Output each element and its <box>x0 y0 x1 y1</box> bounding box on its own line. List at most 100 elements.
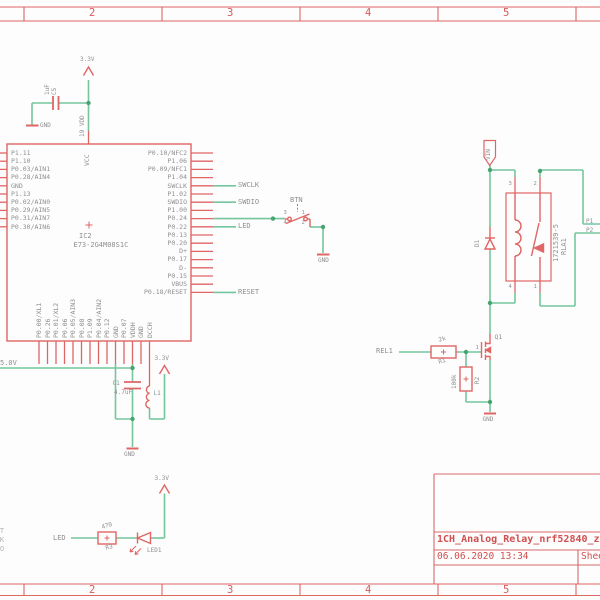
btn-pin-number: 4 <box>283 220 287 226</box>
resistor-r2 <box>459 366 473 392</box>
net-label-swclk: SWCLK <box>238 181 260 189</box>
ic-pin-label: P1.09 <box>86 317 94 338</box>
relay-pin-number: 3 <box>508 180 512 187</box>
frame-col-top: 5 <box>503 7 510 19</box>
gnd-label: GND <box>482 415 494 423</box>
frame-col-top: 3 <box>227 7 234 19</box>
ic-pin-label: P1.06 <box>167 157 187 165</box>
resistor-r3 <box>97 531 117 545</box>
frame-col-top: 2 <box>89 7 96 19</box>
supply-3v3-icon <box>158 364 171 375</box>
frame-border <box>0 6 600 597</box>
net-label-led: LED <box>53 533 66 542</box>
mosfet-q1 <box>480 334 492 360</box>
supply-3v3-label: 3.3V <box>154 355 169 362</box>
edge-net-fragment: RESET <box>0 526 5 535</box>
connector-pin-p2: P2 <box>586 227 594 234</box>
ic-pin-label: P0.22 <box>167 222 187 231</box>
r2-name: R2 <box>473 376 481 384</box>
relay-symbol <box>505 192 552 282</box>
ic-pin-label: P0.01/XL2 <box>52 302 60 338</box>
ic-pin-label: DCCH <box>145 321 154 338</box>
frame-col-bottom: 3 <box>227 583 234 596</box>
title-block-sheet-label: Sheet: <box>581 551 600 562</box>
net-label-reset: RESET <box>238 287 260 296</box>
junction-dots <box>86 100 543 422</box>
inductor-l1 <box>145 385 150 409</box>
ic-pin-label: P0.31/AIN7 <box>11 214 51 223</box>
ic-pin-stubs <box>0 131 541 386</box>
frame-col-bottom: 4 <box>365 583 372 596</box>
supply-vin-icon <box>483 139 497 167</box>
ic-pin-label: P0.29/AIN5 <box>11 206 51 215</box>
frame-col-bottom: 5 <box>503 583 510 596</box>
d1-name: D1 <box>474 239 481 247</box>
connector-pin-p1: P1 <box>586 217 594 225</box>
title-block-date: 06.06.2020 13:34 <box>437 551 529 562</box>
ic-pin-label: P0.07 <box>120 317 128 338</box>
button-icon <box>284 204 311 227</box>
btn-pin-number: 3 <box>283 209 287 216</box>
capacitor-c1 <box>124 381 141 390</box>
edge-net-fragment: SWDIO <box>0 545 5 553</box>
ic-pin-label: GND <box>137 325 145 338</box>
ic-pin-label: P1.04 <box>167 173 187 182</box>
ic-pin-label: P0.06 <box>60 317 69 338</box>
vdd-net-label: 19 VDD <box>79 115 86 137</box>
ic-pin-label: P0.03/AIN1 <box>11 165 51 174</box>
relay-pin-number: 1 <box>533 284 537 290</box>
ic-pin-label: P0.18/RESET <box>143 288 187 297</box>
supply-3v3-icon <box>158 483 171 494</box>
ic-pin-label: P0.28/AIN4 <box>11 173 51 182</box>
title-block-border <box>433 473 600 584</box>
wires <box>0 80 600 539</box>
q1-pin-number: 1 <box>475 344 479 351</box>
gnd-label: GND <box>318 256 329 264</box>
net-label-led: LED <box>238 222 251 230</box>
net-label-rel1: REL1 <box>376 347 393 355</box>
ic-pin-label: P0.04/AIN2 <box>94 298 103 338</box>
title-block-name: 1CH_Analog_Relay_nrf52840_zig <box>437 534 600 545</box>
gnd-label: GND <box>40 121 51 129</box>
ic-pin-label: P0.24 <box>167 214 187 223</box>
ic-pin-label: P0.00/XL1 <box>35 302 43 338</box>
l1-name: L1 <box>153 389 161 397</box>
ic-pin-label: P0.17 <box>167 255 187 264</box>
ic-pin-label: D- <box>179 263 187 272</box>
c1-value: 4.7uF <box>114 389 133 396</box>
frame-col-top: 4 <box>365 7 372 19</box>
btn-pin-number: 2 <box>301 220 305 226</box>
ic-pin-label: D+ <box>179 247 187 256</box>
net-label-swdio: SWDIO <box>238 197 260 206</box>
ic-pin-label: P0.13 <box>167 230 187 239</box>
ic-pin-label: P0.02/AIN0 <box>11 198 51 206</box>
ic-pin-label: P1.13 <box>11 189 31 198</box>
ic-pin-label: P0.15 <box>167 271 187 280</box>
relay-pin-number: 2 <box>533 180 537 187</box>
supply-5v-label: 5.0V <box>0 359 17 367</box>
ic-vcc-pin-label: VCC <box>83 154 91 166</box>
ic-pin-label: P0.20 <box>167 239 187 247</box>
relay-pin-number: 4 <box>508 284 512 290</box>
ic-pin-label: P0.26 <box>43 317 52 338</box>
ic-pin-label: P0.09/NFC1 <box>147 165 187 174</box>
ic-pin-label: P1.10 <box>11 157 31 165</box>
ic-pin-label: P0.10/NFC2 <box>147 148 187 157</box>
relay-value: 1721539-5 <box>551 224 560 262</box>
gnd-label: GND <box>124 450 135 458</box>
supply-3v3-label: 3.3V <box>80 56 95 63</box>
led1-icon <box>129 531 152 555</box>
ic-value: E73-2G4M08S1C <box>73 240 129 249</box>
q1-name: Q1 <box>494 332 503 341</box>
btn-name: BTN <box>290 195 303 204</box>
supply-vin-label: VIN <box>485 149 492 160</box>
ic-symbol <box>6 143 192 342</box>
ic-pin-label: P1.02 <box>167 189 187 198</box>
supply-3v3-label: 3.3V <box>154 475 169 482</box>
ic-name: IC2 <box>79 231 92 240</box>
diode-d1 <box>483 227 497 250</box>
ic-pin-label: P1.00 <box>167 206 187 215</box>
ic-pin-label: GND <box>11 181 23 190</box>
ic-pin-label: P0.12 <box>103 317 111 338</box>
